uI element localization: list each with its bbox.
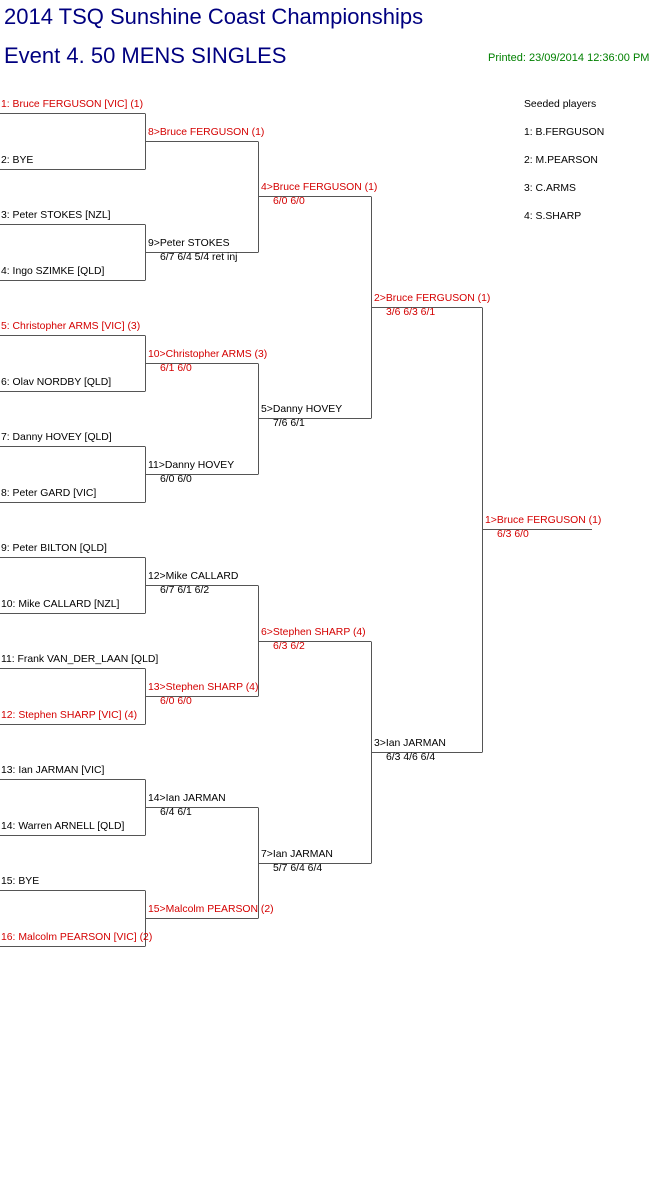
draw-entry: 4: Ingo SZIMKE [QLD]	[1, 266, 105, 277]
draw-entry: 6: Olav NORDBY [QLD]	[1, 377, 112, 388]
match-score: 6/3 6/0	[497, 529, 529, 540]
match-winner: 10>Christopher ARMS (3)	[148, 349, 268, 360]
match-winner: 6>Stephen SHARP (4)	[261, 627, 366, 638]
draw-entry: 2: BYE	[1, 155, 34, 166]
draw-entry: 15: BYE	[1, 876, 40, 887]
match-winner: 7>Ian JARMAN	[261, 849, 333, 860]
match-winner: 9>Peter STOKES	[148, 238, 230, 249]
draw-entry: 13: Ian JARMAN [VIC]	[1, 765, 105, 776]
match-score: 3/6 6/3 6/1	[386, 307, 436, 318]
match-winner: 4>Bruce FERGUSON (1)	[261, 182, 378, 193]
match-winner: 2>Bruce FERGUSON (1)	[374, 293, 491, 304]
match-score: 6/7 6/4 5/4 ret inj	[160, 252, 238, 263]
match-winner: 13>Stephen SHARP (4)	[148, 682, 259, 693]
draw-entry: 10: Mike CALLARD [NZL]	[1, 599, 120, 610]
match-winner: 3>Ian JARMAN	[374, 738, 446, 749]
draw-entry: 3: Peter STOKES [NZL]	[1, 210, 111, 221]
match-winner: 1>Bruce FERGUSON (1)	[485, 515, 602, 526]
match-winner: 12>Mike CALLARD	[148, 571, 239, 582]
seed-item: 1: B.FERGUSON	[524, 127, 605, 138]
seed-item: 4: S.SHARP	[524, 211, 582, 222]
draw-entry: 12: Stephen SHARP [VIC] (4)	[1, 710, 138, 721]
printed-timestamp: Printed: 23/09/2014 12:36:00 PM	[488, 52, 650, 64]
seeded-players-heading: Seeded players	[524, 99, 597, 110]
match-score: 6/4 6/1	[160, 807, 192, 818]
draw-entry: 8: Peter GARD [VIC]	[1, 488, 97, 499]
match-score: 6/7 6/1 6/2	[160, 585, 210, 596]
draw-entry: 5: Christopher ARMS [VIC] (3)	[1, 321, 141, 332]
draw-entry: 11: Frank VAN_DER_LAAN [QLD]	[1, 654, 159, 665]
seed-item: 3: C.ARMS	[524, 183, 576, 194]
match-score: 6/3 4/6 6/4	[386, 752, 436, 763]
match-score: 6/3 6/2	[273, 641, 305, 652]
draw-entry: 16: Malcolm PEARSON [VIC] (2)	[1, 932, 153, 943]
match-winner: 11>Danny HOVEY	[148, 460, 235, 471]
match-winner: 5>Danny HOVEY	[261, 404, 343, 415]
seeded-players-panel: Seeded players 1: B.FERGUSON 2: M.PEARSO…	[524, 99, 604, 239]
match-winner: 15>Malcolm PEARSON (2)	[148, 904, 274, 915]
match-score: 6/1 6/0	[160, 363, 192, 374]
draw-entry: 14: Warren ARNELL [QLD]	[1, 821, 125, 832]
match-winner: 14>Ian JARMAN	[148, 793, 226, 804]
match-score: 7/6 6/1	[273, 418, 305, 429]
draw-entry: 1: Bruce FERGUSON [VIC] (1)	[1, 99, 144, 110]
seed-item: 2: M.PEARSON	[524, 155, 598, 166]
draw-entry: 7: Danny HOVEY [QLD]	[1, 432, 112, 443]
event-title: Event 4. 50 MENS SINGLES	[4, 43, 287, 68]
page-title: 2014 TSQ Sunshine Coast Championships	[4, 4, 424, 29]
match-score: 5/7 6/4 6/4	[273, 863, 323, 874]
draw-entry: 9: Peter BILTON [QLD]	[1, 543, 107, 554]
match-score: 6/0 6/0	[273, 196, 305, 207]
match-score: 6/0 6/0	[160, 696, 192, 707]
match-score: 6/0 6/0	[160, 474, 192, 485]
match-winner: 8>Bruce FERGUSON (1)	[148, 127, 265, 138]
